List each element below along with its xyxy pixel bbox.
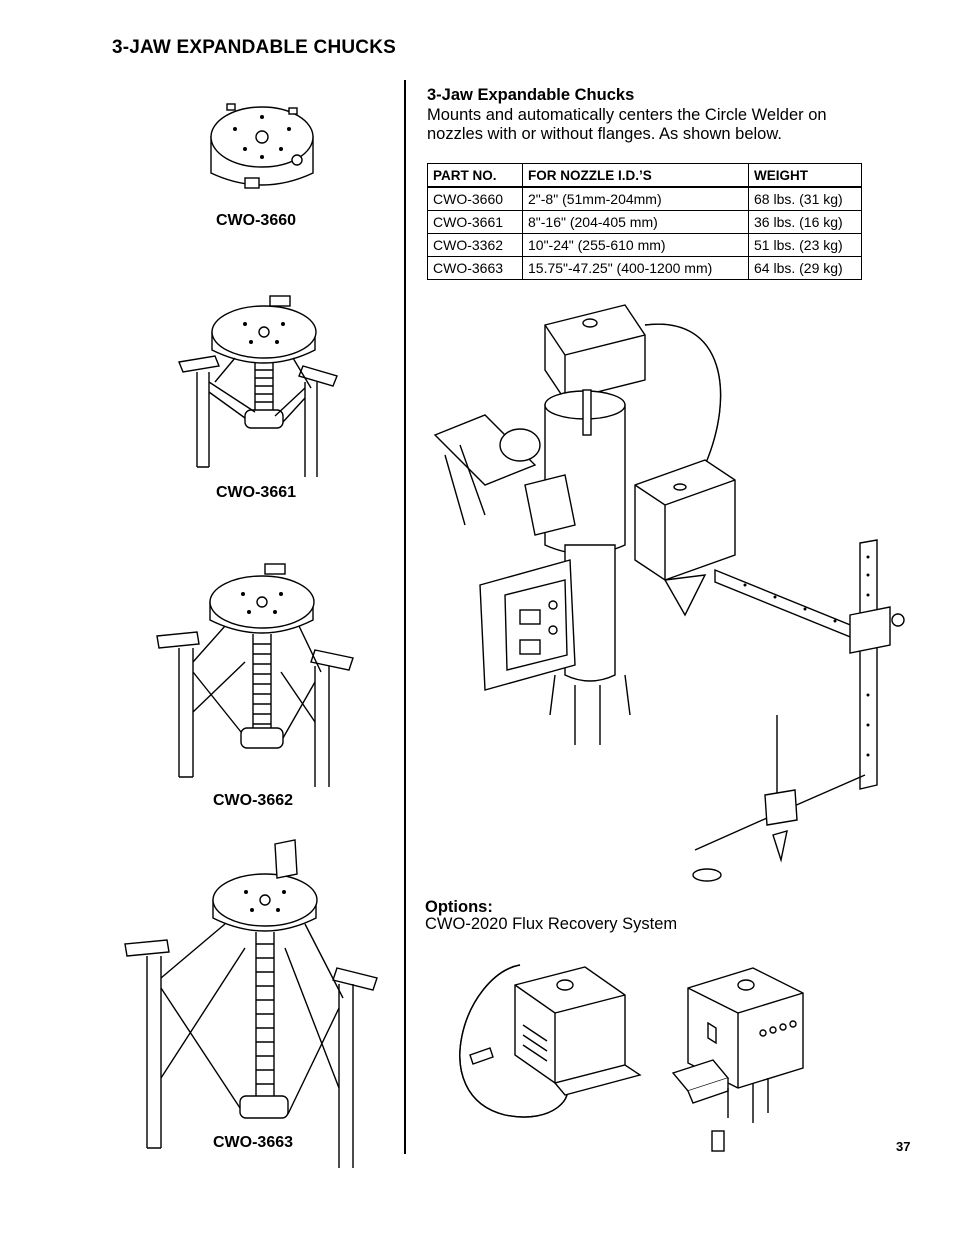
- table-row: CWO-3362 10"-24" (255-610 mm) 51 lbs. (2…: [427, 233, 862, 257]
- table-row: CWO-3660 2"-8" (51mm-204mm) 68 lbs. (31 …: [427, 186, 862, 211]
- chuck-cwo-3661-illustration: [178, 295, 338, 477]
- intro-title: 3-Jaw Expandable Chucks: [427, 86, 635, 104]
- table-cell: 51 lbs. (23 kg): [748, 233, 862, 257]
- chuck-caption: CWO-3660: [216, 212, 297, 229]
- flux-recovery-unit-illustration: [459, 964, 642, 1118]
- table-cell: 36 lbs. (16 kg): [748, 210, 862, 234]
- spec-table: PART NO. FOR NOZZLE I.D.’S WEIGHT CWO-36…: [427, 163, 862, 280]
- page-number: 37: [896, 1139, 911, 1154]
- table-cell: 8"-16" (204-405 mm): [522, 210, 749, 234]
- chuck-cwo-3663-illustration: [124, 839, 378, 1168]
- column-divider: [404, 80, 406, 1154]
- table-cell: 2"-8" (51mm-204mm): [522, 186, 749, 211]
- column-header: WEIGHT: [748, 163, 862, 188]
- table-cell: 15.75"-47.25" (400-1200 mm): [522, 256, 749, 280]
- flux-recovery-unit-illustration: [671, 967, 804, 1152]
- chuck-cwo-3660-illustration: [210, 103, 314, 189]
- intro-body: Mounts and automatically centers the Cir…: [427, 106, 827, 143]
- chuck-caption: CWO-3661: [216, 484, 297, 501]
- options-item: CWO-2020 Flux Recovery System: [425, 915, 678, 933]
- column-header: PART NO.: [427, 163, 523, 188]
- table-cell: CWO-3661: [427, 210, 523, 234]
- chuck-caption: CWO-3662: [213, 792, 294, 809]
- page-title: 3-JAW EXPANDABLE CHUCKS: [112, 37, 396, 58]
- table-row: CWO-3663 15.75"-47.25" (400-1200 mm) 64 …: [427, 256, 862, 280]
- circle-welder-illustration: [433, 304, 905, 882]
- table-header-row: PART NO. FOR NOZZLE I.D.’S WEIGHT: [427, 163, 862, 188]
- table-cell: 68 lbs. (31 kg): [748, 186, 862, 211]
- table-row: CWO-3661 8"-16" (204-405 mm) 36 lbs. (16…: [427, 210, 862, 234]
- chuck-caption: CWO-3663: [213, 1134, 294, 1151]
- table-cell: 64 lbs. (29 kg): [748, 256, 862, 280]
- column-header: FOR NOZZLE I.D.’S: [522, 163, 749, 188]
- table-cell: 10"-24" (255-610 mm): [522, 233, 749, 257]
- options-title: Options:: [425, 898, 493, 916]
- chuck-cwo-3662-illustration: [156, 563, 354, 787]
- table-cell: CWO-3660: [427, 186, 523, 211]
- table-cell: CWO-3362: [427, 233, 523, 257]
- table-cell: CWO-3663: [427, 256, 523, 280]
